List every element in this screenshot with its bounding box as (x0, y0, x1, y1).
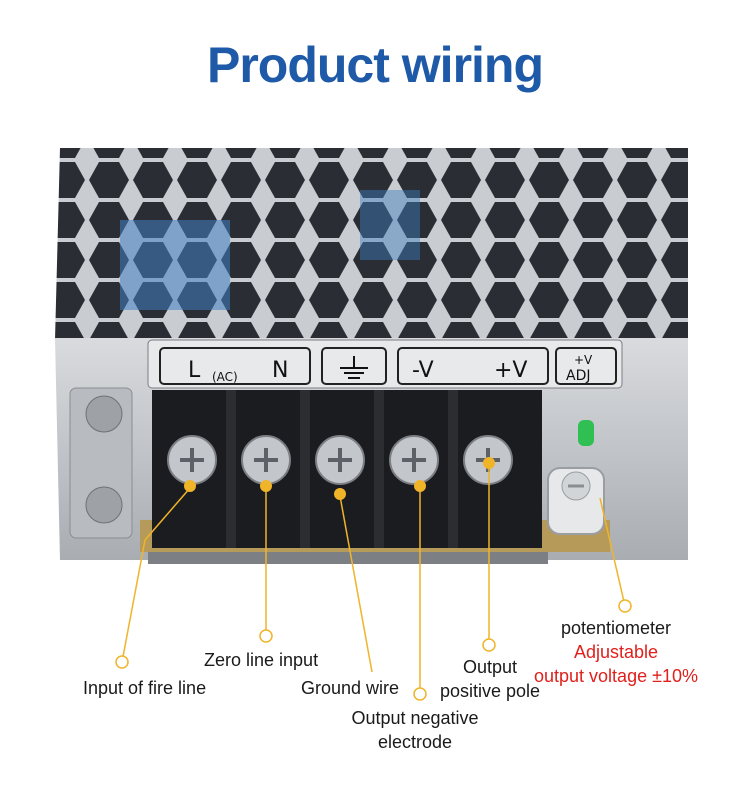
label-n: N (272, 358, 288, 383)
label-box-v (397, 347, 549, 385)
perforated-cover (55, 148, 688, 340)
callout-pot-line2: Adjustable (573, 642, 659, 662)
label-l: L (188, 358, 201, 383)
callout-end-rings (115, 599, 632, 701)
label-box-adj (555, 347, 617, 385)
label-box-ln (159, 347, 311, 385)
callout-ground: Ground wire (301, 678, 400, 698)
callout-pot-line3: output voltage ±10% (534, 666, 698, 686)
terminal-dividers (226, 390, 458, 548)
callout-potentiometer: potentiometer Adjustable output voltage … (524, 616, 708, 688)
potentiometer-knob-icon (547, 467, 605, 535)
callout-negative: Output negative electrode (345, 706, 485, 754)
label-minus-v: -V (412, 358, 434, 383)
ground-symbol-icon (340, 356, 368, 379)
callout-zero-line: Zero line input (204, 650, 319, 670)
page-title: Product wiring (207, 37, 544, 93)
chassis-screws (69, 387, 133, 539)
callout-dots (184, 457, 495, 500)
callout-positive: Output positive pole (432, 655, 548, 703)
callout-positive-line2: positive pole (439, 681, 541, 701)
callout-negative-line2: electrode (377, 732, 453, 752)
callout-pot-line1: potentiometer (560, 618, 672, 638)
label-plus-v-small: +V (574, 353, 593, 367)
terminal-screws (167, 435, 513, 485)
label-ac: (AC) (212, 370, 238, 384)
callout-negative-line1: Output negative (351, 708, 479, 728)
led-icon (578, 420, 594, 446)
label-adj: ADJ (566, 368, 591, 384)
callout-lines (121, 463, 626, 694)
label-box-ground (321, 347, 387, 385)
callout-fire-line: Input of fire line (83, 678, 207, 698)
label-plus-v: +V (494, 358, 527, 383)
callout-positive-line1: Output (462, 657, 518, 677)
